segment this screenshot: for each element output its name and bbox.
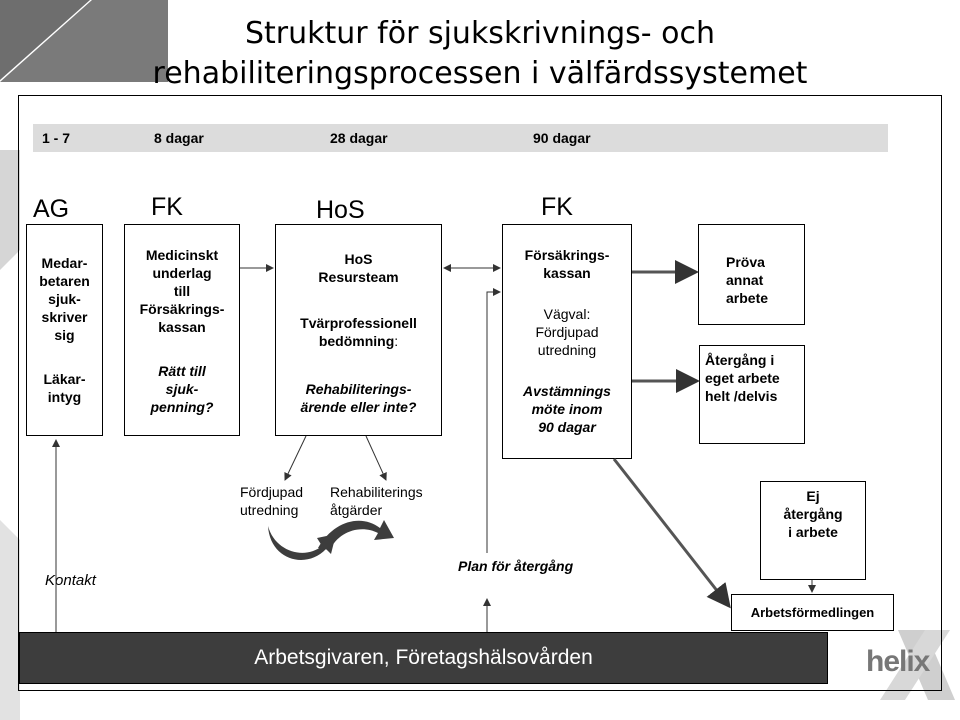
label-plan-for-atergang: Plan för återgång: [458, 558, 574, 574]
actor-fk-1: FK: [151, 193, 183, 221]
box-fk: [124, 224, 240, 436]
arrow-plan-to-fk2: [486, 288, 501, 553]
box-arbetsformedlingen: [731, 594, 894, 631]
title-line-1: Struktur för sjukskrivnings- och: [245, 16, 715, 51]
box-prova-annat-arbete: [698, 224, 805, 325]
timeline-label-28-dagar: 28 dagar: [330, 130, 388, 146]
timeline-label-1-7: 1 - 7: [42, 130, 71, 146]
hos-box-text-1: HoS Resursteam: [318, 251, 399, 285]
helix-logo: helix: [866, 645, 930, 678]
ag-box-text-1: Medar- betaren sjuk- skriver sig: [39, 255, 90, 343]
bottom-bar: [19, 632, 828, 684]
bottom-bar-text: Arbetsgivaren, Företagshälsovården: [254, 646, 593, 669]
hos-box-colon: :: [394, 333, 399, 349]
arrow-hos-to-fordjupad: [284, 435, 307, 481]
fk2-box-text-1: Försäkrings- kassan: [524, 247, 610, 281]
box-ej-atergang: [760, 481, 866, 580]
timeline-label-8-dagar: 8 dagar: [154, 130, 204, 146]
hos-box-text-2: Tvärprofessionell bedömning: [300, 315, 417, 349]
ag-box-text-2: Läkar- intyg: [43, 371, 86, 405]
box-ag: [26, 224, 103, 436]
label-kontakt: Kontakt: [45, 572, 96, 589]
diagram-frame: [18, 95, 942, 691]
actor-fk-2: FK: [541, 193, 573, 221]
fk-box-text-1: Medicinskt underlag till Försäkrings- ka…: [139, 247, 225, 335]
label-rehabiliterings-atgarder: Rehabiliterings åtgärder: [330, 484, 423, 518]
actor-ag: AG: [33, 195, 70, 223]
arrow-hos-to-rehab: [365, 435, 387, 481]
hos-box-text-2-wrap: Tvärprofessionell bedömning:: [275, 314, 442, 350]
page-title: Struktur för sjukskrivnings- och rehabil…: [0, 14, 960, 94]
box-atergang-eget-arbete: [699, 345, 805, 444]
actor-hos: HoS: [316, 196, 365, 224]
fk2-box-text-3: Avstämnings möte inom 90 dagar: [523, 383, 611, 435]
cycle-arrow-left: [268, 526, 336, 560]
box-hos: [275, 224, 442, 436]
atergang-box-text: Återgång i eget arbete helt /delvis: [705, 352, 780, 404]
timeline-label-90-dagar: 90 dagar: [533, 130, 591, 146]
hos-box-text-3: Rehabiliterings- ärende eller inte?: [300, 381, 417, 415]
fk2-box-text-2: Vägval: Fördjupad utredning: [535, 306, 599, 358]
title-line-2: rehabiliteringsprocessen i välfärdssyste…: [152, 56, 808, 91]
arrow-fk2-to-arbetsformedlingen: [612, 458, 731, 609]
af-box-text: Arbetsförmedlingen: [750, 605, 875, 620]
ej-box-text: Ej återgång i arbete: [783, 488, 843, 540]
fk-box-text-2: Rätt till sjuk- penning?: [150, 363, 214, 415]
box-fk-2: [502, 224, 632, 459]
timeline-bar: [33, 124, 888, 152]
cycle-arrow-right: [318, 520, 394, 550]
prova-box-text: Pröva annat arbete: [726, 254, 769, 306]
label-fordjupad-utredning: Fördjupad utredning: [240, 484, 304, 518]
